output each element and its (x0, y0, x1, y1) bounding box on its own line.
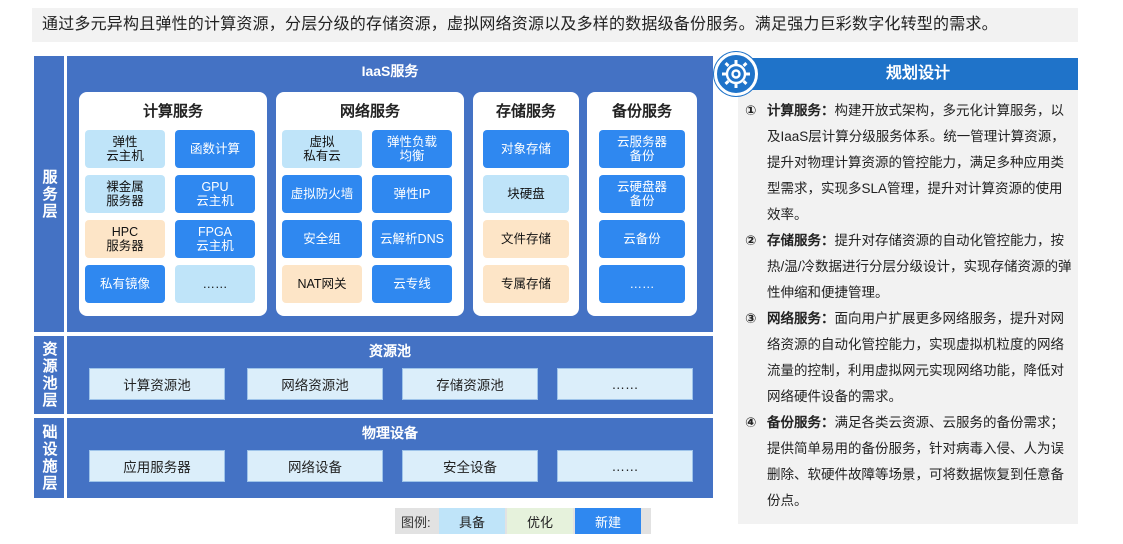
service-tile: 对象存储 (483, 130, 569, 168)
service-tile: 云硬盘器 备份 (599, 175, 685, 213)
service-tile: 弹性IP (372, 175, 452, 213)
service-tile: FPGA 云主机 (175, 220, 255, 258)
infra-layer: 物理设备 应用服务器 网络设备 安全设备 …… (67, 418, 713, 498)
gear-icon (714, 52, 758, 96)
service-tile: 专属存储 (483, 265, 569, 303)
backup-title: 备份服务 (611, 103, 672, 120)
service-tile: 弹性 云主机 (85, 130, 165, 168)
iaas-title: IaaS服务 (361, 63, 419, 79)
plan-item-body: 面向用户扩展更多网络服务，提升对网络资源的自动化管控能力，实现虚拟机粒度的网络流… (767, 311, 1064, 404)
service-tile: 私有镜像 (85, 265, 165, 303)
service-tile: 弹性负载 均衡 (372, 130, 452, 168)
service-layer-label: 服务层 (34, 56, 64, 332)
plan-item: ① 计算服务：构建开放式架构，多元化计算服务，以及IaaS层计算分级服务体系。统一… (745, 98, 1073, 228)
infra-item: …… (557, 450, 693, 482)
plan-item-heading: 网络服务： (767, 311, 835, 326)
pool-item: …… (557, 368, 693, 400)
legend-have: 具备 (439, 508, 505, 534)
infra-layer-label: 础设施层 (34, 418, 64, 498)
plan-item: ② 存储服务：提升对存储资源的自动化管控能力，按热/温/冷数据进行分层分级设计，实… (745, 228, 1073, 306)
infra-item: 安全设备 (402, 450, 538, 482)
infra-title: 物理设备 (362, 425, 418, 441)
service-tile: 云专线 (372, 265, 452, 303)
infra-item: 应用服务器 (89, 450, 225, 482)
service-tile: 虚拟防火墙 (282, 175, 362, 213)
service-tile: GPU 云主机 (175, 175, 255, 213)
service-tile: 云解析DNS (372, 220, 452, 258)
storage-title: 存储服务 (495, 103, 556, 120)
plan-item-body: 提升对存储资源的自动化管控能力，按热/温/冷数据进行分层分级设计，实现存储资源的… (767, 233, 1072, 300)
plan-item-number: ① (745, 103, 757, 118)
service-tile: 虚拟 私有云 (282, 130, 362, 168)
plan-title: 规划设计 (738, 58, 1078, 90)
pool-title: 资源池 (369, 343, 411, 359)
pool-layer: 资源池 计算资源池 网络资源池 存储资源池 …… (67, 336, 713, 414)
service-tile: 块硬盘 (483, 175, 569, 213)
service-tile: NAT网关 (282, 265, 362, 303)
plan-item-heading: 计算服务： (767, 103, 835, 118)
plan-panel (738, 58, 1078, 524)
plan-item-heading: 备份服务： (767, 415, 835, 430)
plan-item-heading: 存储服务： (767, 233, 835, 248)
pool-item: 存储资源池 (402, 368, 538, 400)
plan-item-number: ③ (745, 311, 757, 326)
legend: 图例: 具备 优化 新建 (395, 508, 651, 534)
plan-item-body: 构建开放式架构，多元化计算服务，以及IaaS层计算分级服务体系。统一管理计算资源… (767, 103, 1065, 222)
network-card: 网络服务 虚拟 私有云弹性负载 均衡虚拟防火墙弹性IP 安全组云解析DNS NAT网… (276, 92, 464, 316)
plan-item-body: 满足各类云资源、云服务的备份需求；提供简单易用的备份服务，针对病毒入侵、人为误删… (767, 415, 1064, 508)
compute-card: 计算服务 弹性 云主机函数计算裸金属 服务器 GPU 云主机 HPC 服务器 FPGA… (79, 92, 267, 316)
plan-list: ① 计算服务：构建开放式架构，多元化计算服务，以及IaaS层计算分级服务体系。统一… (745, 98, 1073, 514)
legend-opt: 优化 (507, 508, 573, 534)
service-tile: …… (175, 265, 255, 303)
service-tile: 云服务器 备份 (599, 130, 685, 168)
service-tile: 文件存储 (483, 220, 569, 258)
plan-item: ④ 备份服务：满足各类云资源、云服务的备份需求；提供简单易用的备份服务，针对病毒入… (745, 410, 1073, 514)
pool-layer-label: 资源池层 (34, 336, 64, 414)
infra-item: 网络设备 (247, 450, 383, 482)
service-tile: 安全组 (282, 220, 362, 258)
plan-item-number: ② (745, 233, 757, 248)
pool-item: 网络资源池 (247, 368, 383, 400)
service-tile: 云备份 (599, 220, 685, 258)
intro-text: 通过多元异构且弹性的计算资源，分层分级的存储资源，虚拟网络资源以及多样的数据级备… (32, 8, 1078, 42)
plan-item: ③ 网络服务：面向用户扩展更多网络服务，提升对网络资源的自动化管控能力，实现虚拟机… (745, 306, 1073, 410)
plan-item-number: ④ (745, 415, 757, 430)
service-tile: …… (599, 265, 685, 303)
legend-label: 图例: (401, 514, 431, 530)
service-layer: IaaS服务 计算服务 弹性 云主机函数计算裸金属 服务器 GPU 云主机 HPC … (67, 56, 713, 332)
pool-item: 计算资源池 (89, 368, 225, 400)
service-tile: 裸金属 服务器 (85, 175, 165, 213)
network-title: 网络服务 (339, 103, 400, 120)
service-tile: 函数计算 (175, 130, 255, 168)
compute-title: 计算服务 (142, 103, 203, 120)
legend-new: 新建 (575, 508, 641, 534)
storage-card: 存储服务 对象存储块硬盘文件存储专属存储 (473, 92, 579, 316)
backup-card: 备份服务 云服务器 备份云硬盘器 备份云备份 …… (587, 92, 697, 316)
service-tile: HPC 服务器 (85, 220, 165, 258)
